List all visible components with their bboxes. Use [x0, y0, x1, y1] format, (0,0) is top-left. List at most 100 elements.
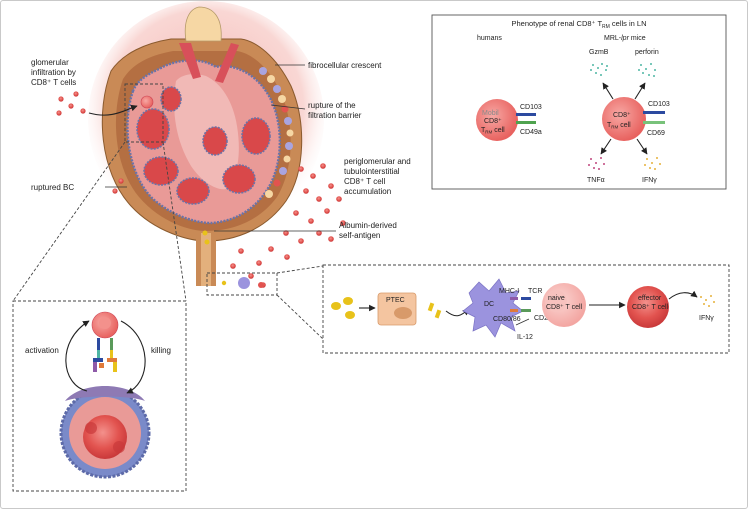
tnf-dots: [588, 157, 605, 170]
pathway-box: [322, 264, 730, 354]
label-line: periglomerular and: [344, 157, 411, 166]
synapse-receptors: [93, 338, 117, 372]
human-cell-label-2: CD8⁺: [484, 118, 502, 125]
mhc-label: MHC-I: [499, 288, 519, 295]
label-line: rupture of the: [308, 101, 356, 110]
tcr-label: TCR: [528, 288, 542, 295]
mouse-trm-cell: [602, 97, 646, 141]
ifn-secreted-label: IFNγ: [699, 315, 714, 322]
rupture-leader: [270, 104, 306, 110]
rm-sub: RM: [485, 130, 492, 135]
tnf-arrow: [600, 138, 612, 155]
cd80-molecule: [510, 309, 518, 312]
capillary-loop: [143, 156, 179, 186]
dendritic-cell: [462, 278, 524, 338]
activation-arrow: [65, 320, 90, 392]
pathway-source-box: [206, 272, 278, 296]
activation-label: activation: [25, 346, 59, 355]
cell-word: cell: [492, 127, 505, 134]
cd80-label: CD80/86: [493, 316, 521, 323]
perforin-dots: [638, 63, 656, 77]
rm-sub: RM: [611, 125, 618, 130]
label-line: tubulointerstitial: [344, 167, 400, 176]
ifn-secreted-dots: [700, 295, 715, 307]
humans-header: humans: [477, 35, 502, 42]
inset-zoom-line: [12, 141, 126, 302]
perforin-label: perforin: [635, 49, 659, 56]
pathway-zoom-line: [276, 294, 324, 340]
processed-antigen: [427, 302, 442, 319]
glomerulus: [88, 1, 324, 286]
label-line: filtration barrier: [308, 111, 362, 120]
il12-leader: [515, 318, 530, 326]
label-line: CD8⁺ T cells: [31, 78, 76, 87]
inset-box: [12, 300, 187, 492]
pathway-zoom-line: [276, 265, 324, 274]
mice-suffix: mice: [629, 35, 646, 42]
inset-podocyte: [65, 386, 145, 401]
mouse-cd69: CD69: [647, 130, 665, 137]
cell-word: cell: [618, 122, 631, 129]
mice-header: MRL-lpr mice: [604, 35, 646, 42]
label-fibrocellular-crescent: fibrocellular crescent: [308, 61, 382, 70]
gzmb-arrow: [602, 82, 614, 100]
label-glomerular-infiltration: glomerular infiltration by CD8⁺ T cells: [31, 58, 78, 87]
dc-mini: [238, 277, 250, 289]
t-letter: T: [481, 127, 486, 134]
label-ruptured-bc: ruptured BC: [31, 183, 74, 192]
effector-label-2: CD8⁺ T cell: [632, 304, 669, 311]
gzmb-label: GzmB: [589, 49, 609, 56]
afferent-arteriole: [179, 43, 201, 79]
mice-prefix: MRL-: [604, 35, 622, 42]
human-trm-cell: [476, 99, 518, 141]
pathway-panel: PTEC DC MHC-I TCR CD80/86 CD28 IL-12 nai…: [322, 264, 730, 354]
effector-label-1: effector: [638, 295, 662, 302]
phenotype-panel: Phenotype of renal CD8⁺ TRM cells in LN …: [431, 14, 727, 190]
arteriole: [184, 6, 222, 42]
mouse-cd103: CD103: [648, 101, 670, 108]
human-cd49a: CD49a: [520, 129, 542, 136]
killing-inset: activation killing: [12, 300, 187, 492]
ptec-nucleus: [394, 307, 412, 319]
inset-tcell-nucleus: [99, 317, 111, 329]
label-line: Albumin-derived: [339, 221, 397, 230]
capillary-loop: [222, 164, 256, 194]
human-cell-label-1: Mobil: [482, 110, 499, 117]
ifn-arrow: [636, 138, 648, 155]
label-line: CD8⁺ T cell: [344, 177, 385, 186]
naive-label-2: CD8⁺ T cell: [546, 304, 583, 311]
dc-label: DC: [484, 301, 494, 308]
ptec-label: PTEC: [386, 297, 405, 304]
ifn-dots: [644, 157, 661, 170]
cd49a-receptor: [516, 121, 536, 124]
cd28-label: CD28: [534, 315, 552, 322]
label-albumin: Albumin-derived self-antigen: [339, 221, 399, 240]
cd28-molecule: [521, 309, 531, 312]
infiltration-arrow: [88, 104, 138, 116]
tnf-label: TNFα: [587, 177, 605, 184]
efferent-arteriole: [215, 43, 239, 83]
il12-label: IL-12: [517, 334, 533, 341]
human-cell-label-3: TRM cell: [481, 127, 505, 135]
capillary-loop: [160, 86, 182, 112]
capillary-loops: [136, 86, 271, 205]
mice-italic: lpr: [621, 35, 629, 42]
perforin-arrow: [634, 82, 646, 100]
label-periglomerular: periglomerular and tubulointerstitial CD…: [344, 157, 413, 196]
mouse-cell-label-2: TRM cell: [607, 122, 631, 130]
naive-label-1: naive: [548, 295, 565, 302]
zoom-source-box: [124, 83, 164, 143]
fibrocellular-crescent: [259, 67, 294, 198]
cd103-receptor: [516, 113, 536, 116]
human-cd103: CD103: [520, 104, 542, 111]
inset-zoom-line: [162, 141, 187, 302]
t-letter: T: [607, 122, 612, 129]
killing-arrow: [120, 320, 146, 394]
mouse-cd103-receptor: [643, 111, 665, 114]
label-line: self-antigen: [339, 231, 380, 240]
ifn-label: IFNγ: [642, 177, 657, 184]
phenotype-box: [431, 14, 727, 190]
killing-label: killing: [151, 346, 171, 355]
albumin-antigens: [331, 297, 355, 319]
